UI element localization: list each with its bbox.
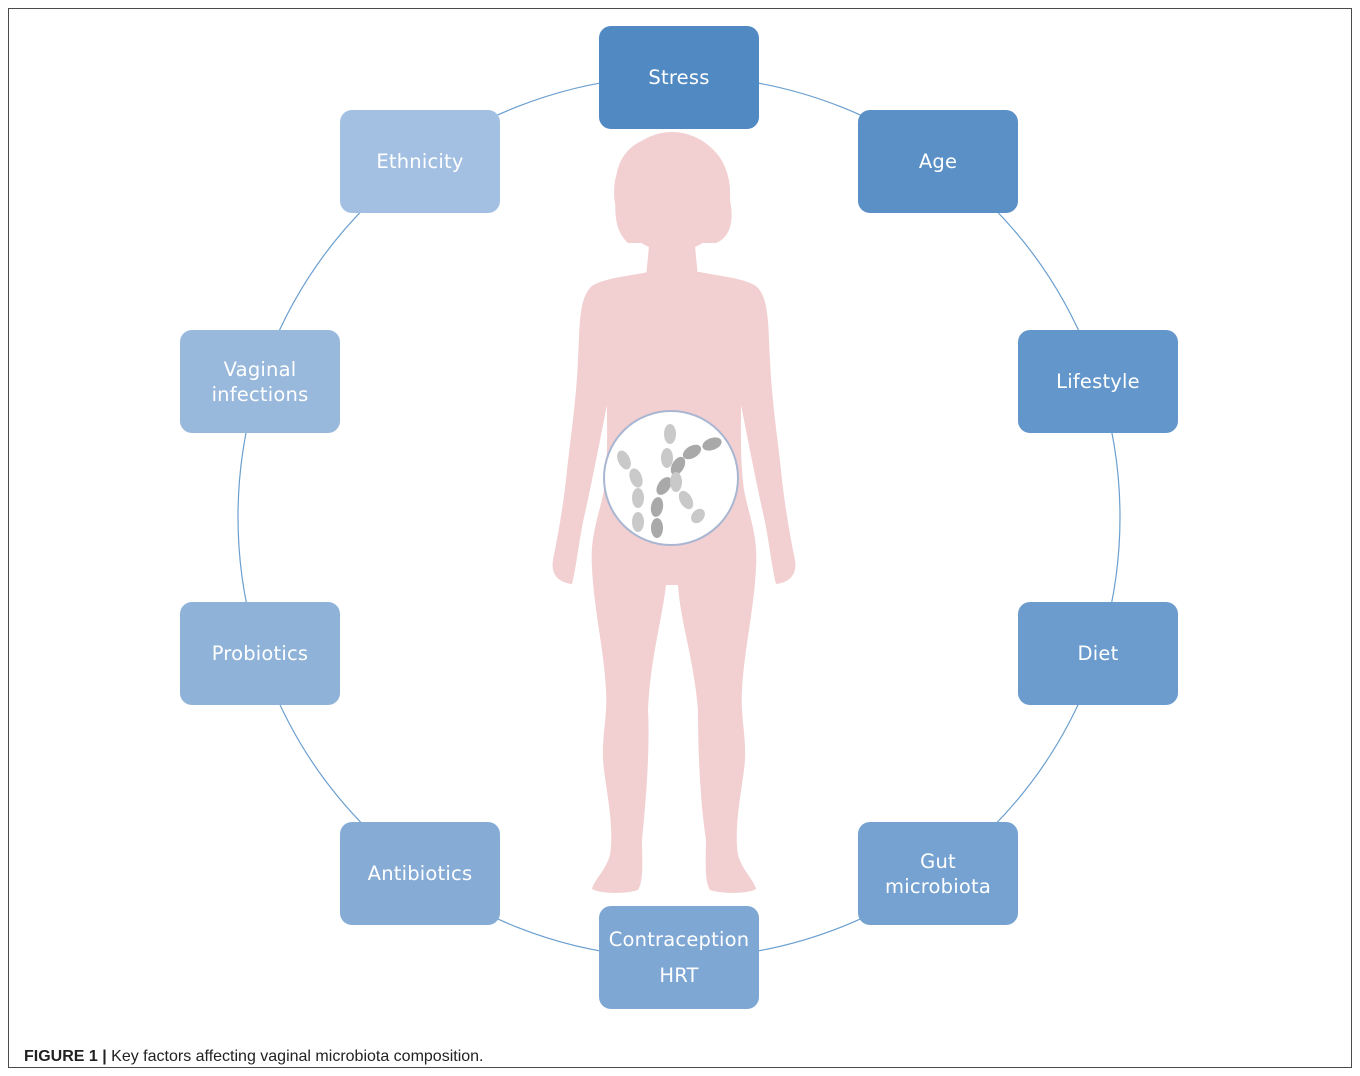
factor-gut-microbiota: Gut microbiota (858, 822, 1018, 925)
bacterium (650, 497, 664, 517)
bacterium (682, 444, 702, 460)
bacterium (632, 512, 644, 532)
factor-vaginal-infections: Vaginal infections (180, 330, 340, 433)
bacteria-cluster (617, 424, 722, 538)
bacterium (632, 488, 644, 508)
factor-label: Probiotics (211, 642, 309, 665)
factor-contraception-hrt: Contraception HRT (599, 906, 759, 1009)
microbiota-lens (603, 410, 739, 546)
woman-silhouette (552, 132, 796, 893)
bacterium (664, 424, 676, 444)
factor-label: Stress (648, 66, 710, 89)
factor-label: Lifestyle (1056, 370, 1140, 393)
bacterium (670, 456, 686, 476)
caption-text: Key factors affecting vaginal microbiota… (106, 1048, 484, 1065)
factor-label: Antibiotics (367, 862, 473, 885)
body-shape (552, 272, 796, 893)
figure-caption: FIGURE 1 | Key factors affecting vaginal… (24, 1048, 484, 1066)
factor-label-line2: infections (211, 382, 309, 406)
factor-stress: Stress (599, 26, 759, 129)
factor-label-line2: HRT (659, 963, 699, 987)
bacterium (678, 490, 694, 510)
factor-label-line2: microbiota (885, 874, 991, 898)
factor-age: Age (858, 110, 1018, 213)
caption-label: FIGURE 1 | (24, 1048, 107, 1065)
figure-frame (8, 8, 1352, 1068)
factor-ethnicity: Ethnicity (340, 110, 500, 213)
bacterium (702, 437, 722, 451)
factor-label-line1: Vaginal (223, 357, 297, 381)
factor-label: Ethnicity (376, 150, 464, 173)
factor-label: Age (918, 150, 958, 173)
factor-label: Diet (1077, 642, 1119, 665)
neck-shape (646, 235, 698, 278)
factor-lifestyle: Lifestyle (1018, 330, 1178, 433)
bacterium (629, 468, 643, 488)
factor-antibiotics: Antibiotics (340, 822, 500, 925)
bacterium (651, 518, 663, 538)
factor-probiotics: Probiotics (180, 602, 340, 705)
factor-label-line1: Gut (920, 849, 956, 873)
bacterium (617, 450, 631, 470)
factor-diet: Diet (1018, 602, 1178, 705)
hair-shape (615, 135, 732, 243)
factor-label-line1: Contraception (608, 927, 750, 951)
bacterium (656, 477, 672, 495)
bacterium (691, 508, 705, 524)
bacterium (670, 472, 682, 492)
bacterium (661, 448, 673, 468)
